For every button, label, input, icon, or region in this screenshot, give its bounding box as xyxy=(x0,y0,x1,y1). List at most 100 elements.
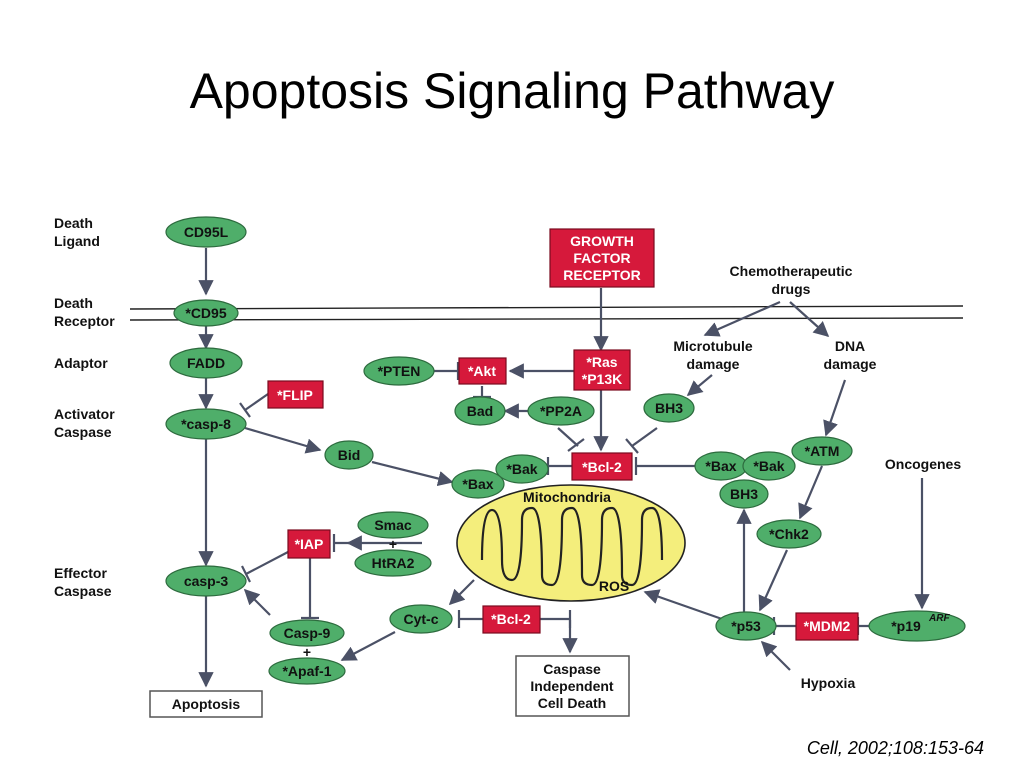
svg-text:Cyt-c: Cyt-c xyxy=(403,611,438,627)
svg-text:*Apaf-1: *Apaf-1 xyxy=(282,663,331,679)
svg-text:*Chk2: *Chk2 xyxy=(769,526,809,542)
svg-text:*Bcl-2: *Bcl-2 xyxy=(491,611,531,627)
svg-text:*Ras: *Ras xyxy=(586,354,617,370)
box-growth-factor-receptor: GROWTH FACTOR RECEPTOR xyxy=(549,228,655,288)
node-bh3-right: BH3 xyxy=(719,479,769,509)
svg-text:HtRA2: HtRA2 xyxy=(372,555,415,571)
label-microtubule: Microtubule xyxy=(673,338,753,354)
node-cd95: *CD95 xyxy=(173,299,239,327)
label-death-receptor-2: Receptor xyxy=(54,313,115,329)
svg-text:*Bcl-2: *Bcl-2 xyxy=(582,459,622,475)
svg-text:*ATM: *ATM xyxy=(805,443,840,459)
svg-text:Casp-9: Casp-9 xyxy=(284,625,331,641)
label-dna-damage: damage xyxy=(824,356,877,372)
label-death-ligand: Death xyxy=(54,215,93,231)
svg-text:*Bak: *Bak xyxy=(753,458,784,474)
inhibition-edges xyxy=(239,362,876,635)
box-flip: *FLIP xyxy=(267,380,324,409)
svg-text:*P13K: *P13K xyxy=(582,371,622,387)
svg-text:BH3: BH3 xyxy=(730,486,758,502)
svg-text:*Bax: *Bax xyxy=(462,476,493,492)
svg-text:*PP2A: *PP2A xyxy=(540,403,582,419)
box-akt: *Akt xyxy=(458,357,507,385)
plus-casp9-apaf1: + xyxy=(303,644,311,660)
node-apaf1: *Apaf-1 xyxy=(268,657,346,685)
label-oncogenes: Oncogenes xyxy=(885,456,961,472)
svg-text:Caspase: Caspase xyxy=(543,661,601,677)
node-pten: *PTEN xyxy=(363,356,435,386)
node-bid: Bid xyxy=(324,440,374,470)
svg-text:*Akt: *Akt xyxy=(468,363,496,379)
label-chemotherapeutic: Chemotherapeutic xyxy=(730,263,853,279)
box-iap: *IAP xyxy=(287,529,331,559)
svg-text:CD95L: CD95L xyxy=(184,224,229,240)
node-casp8: *casp-8 xyxy=(165,408,247,440)
svg-text:Cell Death: Cell Death xyxy=(538,695,606,711)
svg-text:*MDM2: *MDM2 xyxy=(804,618,851,634)
side-labels: Death Ligand Death Receptor Adaptor Acti… xyxy=(54,215,115,599)
label-effector-caspase-2: Caspase xyxy=(54,583,112,599)
svg-text:*CD95: *CD95 xyxy=(185,305,226,321)
box-bcl2-bottom: *Bcl-2 xyxy=(482,605,541,634)
node-casp9: Casp-9 xyxy=(269,619,345,647)
label-adaptor: Adaptor xyxy=(54,355,108,371)
node-chk2: *Chk2 xyxy=(756,519,822,549)
box-bcl2-top: *Bcl-2 xyxy=(571,452,633,481)
node-p19: *p19 ARF xyxy=(868,610,966,642)
label-death-ligand-2: Ligand xyxy=(54,233,100,249)
svg-text:*p53: *p53 xyxy=(731,618,761,634)
svg-text:*FLIP: *FLIP xyxy=(277,387,313,403)
node-bax-right: *Bax xyxy=(694,451,748,481)
ros-label: ROS xyxy=(599,578,629,594)
node-cytc: Cyt-c xyxy=(389,604,453,634)
page-title: Apoptosis Signaling Pathway xyxy=(189,63,835,119)
label-hypoxia: Hypoxia xyxy=(801,675,856,691)
node-bax-left: *Bax xyxy=(451,469,505,499)
box-ras-p13k: *Ras *P13K xyxy=(573,349,631,391)
label-activator-caspase-2: Caspase xyxy=(54,424,112,440)
activation-arrows xyxy=(198,248,930,688)
svg-text:Apoptosis: Apoptosis xyxy=(172,696,241,712)
free-labels: Chemotherapeutic drugs Microtubule damag… xyxy=(303,263,961,691)
node-atm: *ATM xyxy=(791,436,853,466)
svg-text:Bad: Bad xyxy=(467,403,493,419)
protein-nodes: CD95L *CD95 FADD *casp-8 Bid casp-3 *PTE… xyxy=(165,216,966,685)
svg-text:*Bax: *Bax xyxy=(705,458,736,474)
citation: Cell, 2002;108:153-64 xyxy=(806,738,984,758)
box-caspase-independent-cell-death: Caspase Independent Cell Death xyxy=(515,655,630,717)
p19-superscript: ARF xyxy=(928,613,950,624)
node-bak-left: *Bak xyxy=(495,454,549,484)
cell-membrane xyxy=(129,305,964,321)
svg-text:casp-3: casp-3 xyxy=(184,573,229,589)
svg-text:Bid: Bid xyxy=(338,447,361,463)
node-htra2: HtRA2 xyxy=(354,549,432,577)
svg-text:GROWTH: GROWTH xyxy=(570,233,634,249)
label-drugs: drugs xyxy=(772,281,811,297)
node-pp2a: *PP2A xyxy=(527,396,595,426)
label-effector-caspase: Effector xyxy=(54,565,107,581)
node-casp3: casp-3 xyxy=(165,565,247,597)
node-bad: Bad xyxy=(454,396,506,426)
label-activator-caspase: Activator xyxy=(54,406,115,422)
node-bh3-left: BH3 xyxy=(643,393,695,423)
node-bak-right: *Bak xyxy=(742,451,796,481)
box-apoptosis: Apoptosis xyxy=(149,690,263,718)
node-p53: *p53 xyxy=(715,611,777,641)
node-fadd: FADD xyxy=(169,347,243,379)
svg-text:*casp-8: *casp-8 xyxy=(181,416,231,432)
label-dna: DNA xyxy=(835,338,865,354)
outcome-boxes: Apoptosis Caspase Independent Cell Death xyxy=(149,655,630,718)
svg-text:*p19: *p19 xyxy=(891,618,921,634)
svg-text:Smac: Smac xyxy=(374,517,412,533)
node-smac: Smac xyxy=(357,511,429,539)
node-cd95l: CD95L xyxy=(165,216,247,248)
box-mdm2: *MDM2 xyxy=(795,612,859,641)
mitochondria-label: Mitochondria xyxy=(523,489,611,505)
mitochondria: Mitochondria ROS xyxy=(456,484,686,602)
svg-text:Independent: Independent xyxy=(530,678,614,694)
plus-smac-htra2: + xyxy=(389,536,397,552)
label-death-receptor: Death xyxy=(54,295,93,311)
svg-text:*Bak: *Bak xyxy=(506,461,537,477)
svg-text:BH3: BH3 xyxy=(655,400,683,416)
svg-text:FADD: FADD xyxy=(187,355,225,371)
